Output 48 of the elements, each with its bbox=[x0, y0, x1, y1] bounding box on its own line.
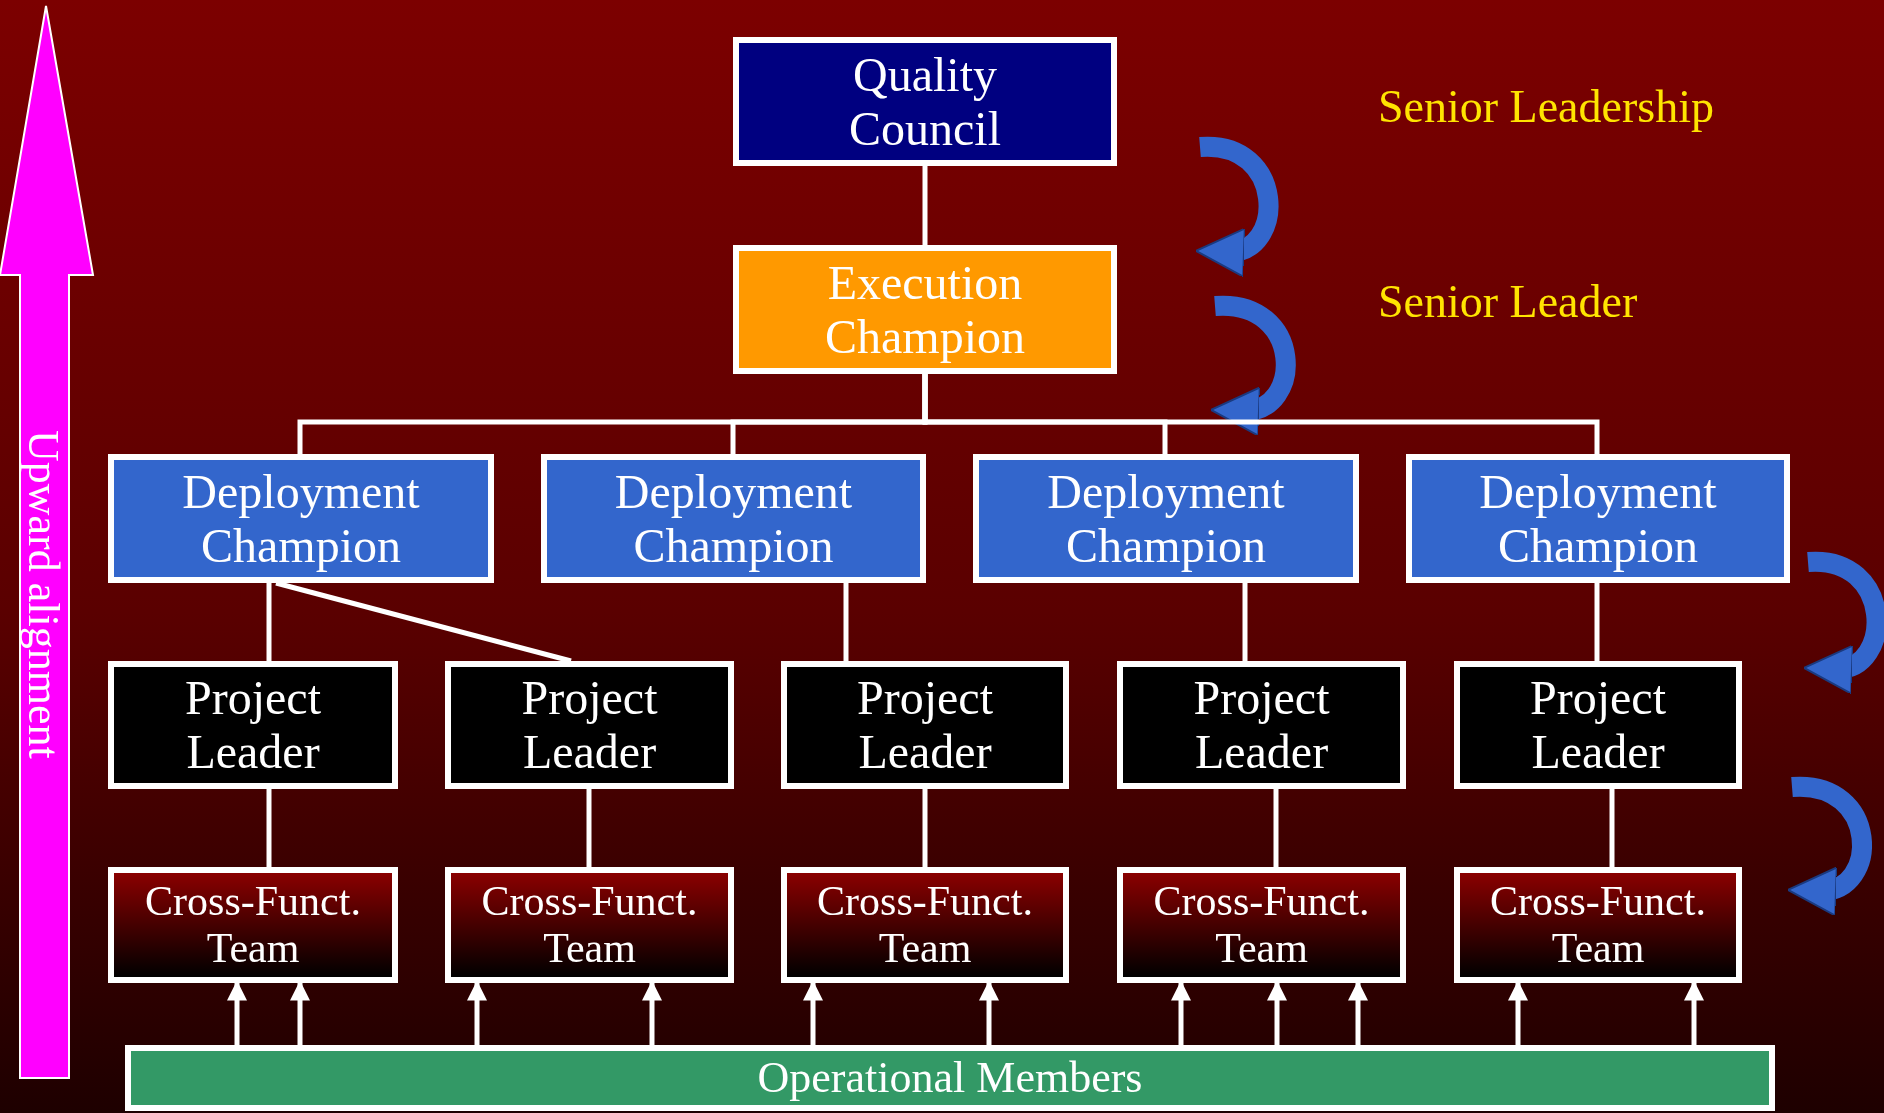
node-label: Cross-Funct. Team bbox=[144, 877, 362, 973]
connector-line bbox=[266, 583, 272, 661]
team-box bbox=[445, 867, 734, 983]
leader-box bbox=[1117, 661, 1406, 789]
node-label: Quality Council bbox=[848, 47, 1002, 156]
champion-box bbox=[541, 454, 926, 583]
level-label: Senior Leader bbox=[1378, 275, 1638, 328]
connector-line bbox=[922, 789, 928, 867]
leader-box bbox=[1454, 661, 1742, 789]
node-label: Project Leader bbox=[1529, 671, 1667, 779]
connector-line bbox=[266, 789, 272, 867]
node-label: Project Leader bbox=[520, 671, 659, 779]
leader-box bbox=[445, 661, 734, 789]
arrow-label: Upward alignment bbox=[18, 430, 69, 759]
connector-line bbox=[1609, 789, 1615, 867]
node-label: Deployment Champion bbox=[1478, 464, 1718, 573]
team-box bbox=[108, 867, 398, 983]
connector-line bbox=[1242, 583, 1248, 661]
team-box bbox=[781, 867, 1069, 983]
connector-line bbox=[1273, 789, 1279, 867]
node-label: Cross-Funct. Team bbox=[1489, 877, 1707, 973]
champion-box bbox=[733, 245, 1117, 374]
node-label: Cross-Funct. Team bbox=[1152, 877, 1371, 973]
leader-box bbox=[781, 661, 1069, 789]
members-bar bbox=[125, 1045, 1775, 1111]
connector-line bbox=[843, 583, 849, 661]
champion-box bbox=[1406, 454, 1790, 583]
node-label: Deployment Champion bbox=[181, 464, 421, 573]
node-label: Project Leader bbox=[856, 671, 994, 779]
node-label: Execution Champion bbox=[824, 255, 1026, 364]
level-label: Senior Leadership bbox=[1378, 80, 1714, 133]
connector-line bbox=[586, 789, 592, 867]
connector-line bbox=[1594, 583, 1600, 661]
team-box bbox=[1117, 867, 1406, 983]
leader-box bbox=[108, 661, 398, 789]
node-label: Cross-Funct. Team bbox=[816, 877, 1034, 973]
node-label: Deployment Champion bbox=[613, 464, 854, 573]
node-label: Deployment Champion bbox=[1046, 464, 1286, 573]
node-label: Project Leader bbox=[184, 671, 322, 779]
champion-box bbox=[973, 454, 1359, 583]
node-label: Project Leader bbox=[1192, 671, 1331, 779]
connector-line bbox=[922, 374, 1600, 454]
connector-line bbox=[922, 166, 928, 245]
council-box bbox=[733, 37, 1117, 166]
node-label: Cross-Funct. Team bbox=[480, 877, 699, 973]
team-box bbox=[1454, 867, 1742, 983]
node-label: Operational Members bbox=[757, 1053, 1143, 1103]
champion-box bbox=[108, 454, 494, 583]
